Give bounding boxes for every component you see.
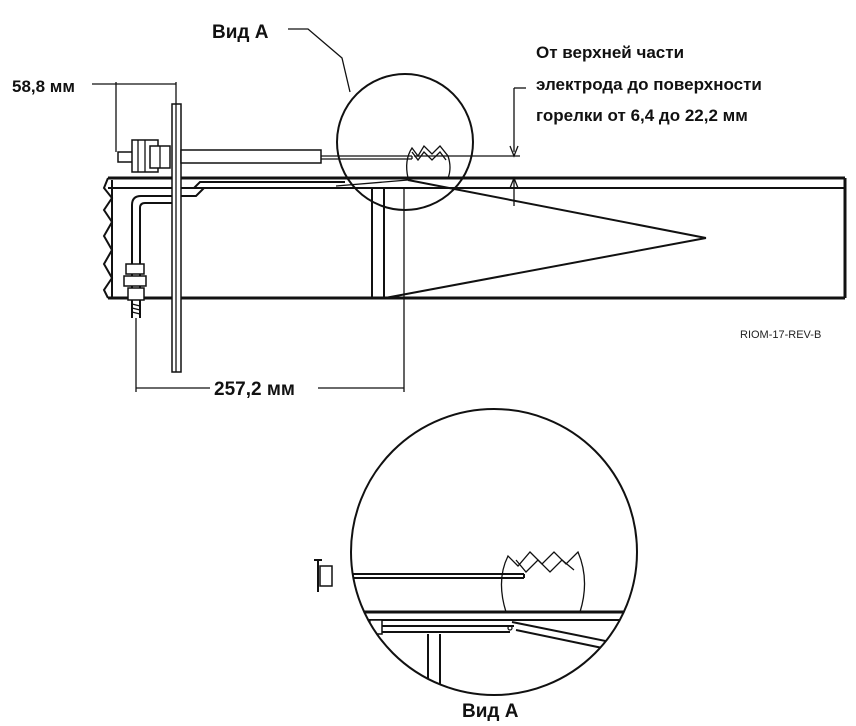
detail-circle-top: [336, 73, 474, 211]
view-a-leader: [288, 28, 351, 93]
dim-58-8-label: 58,8 мм: [12, 77, 75, 96]
detail-circle-bottom: [350, 408, 638, 696]
note-line-2: электрода до поверхности: [536, 75, 762, 94]
dim-58-8: [92, 82, 177, 152]
dim-257-2: [135, 318, 404, 392]
view-a-label-top: Вид A: [212, 22, 269, 43]
note-line-1: От верхней части: [536, 43, 684, 62]
note-line-3: горелки от 6,4 до 22,2 мм: [536, 106, 748, 125]
view-a-label-bottom: Вид A: [462, 701, 519, 722]
main-assembly-view: Вид A 58,8 мм 257,2 мм От верхней части …: [12, 22, 847, 400]
bracket-nut: [123, 263, 147, 318]
dim-257-2-label: 257,2 мм: [214, 379, 295, 400]
electrode-connector: [117, 139, 171, 173]
electrode-bracket: [131, 181, 345, 300]
support-posts: [371, 188, 405, 392]
flame-icon: [406, 144, 451, 179]
burner-box: [102, 176, 847, 300]
burner-cone: [335, 179, 707, 299]
mounting-plate: [171, 103, 182, 373]
electrode-gap-dim: [414, 87, 526, 206]
electrode-knob-detail: [314, 559, 333, 592]
detail-view-a: Вид A: [314, 408, 638, 722]
drawing-id: RIOM-17-REV-B: [740, 329, 821, 341]
detail-contents: [351, 550, 637, 695]
electrode-rod: [180, 149, 413, 164]
